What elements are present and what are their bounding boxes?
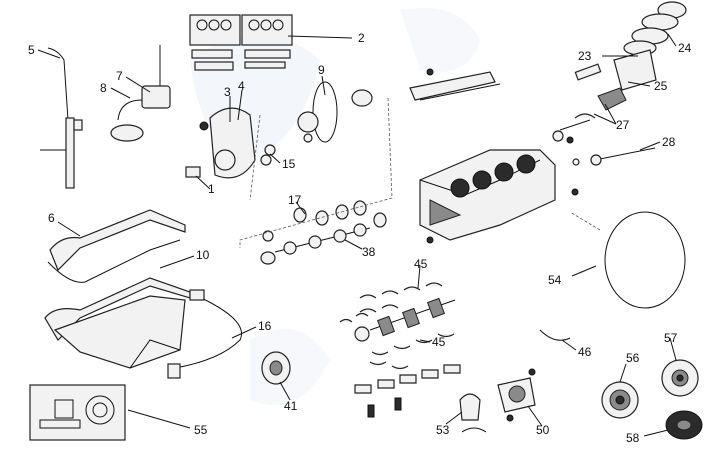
callout-16: 16 [258,319,272,333]
thrust-bearing-icon [539,329,571,341]
main-caps-icon [354,364,461,418]
crankshaft-icon [354,297,456,342]
callout-1: 1 [208,182,215,196]
callout-27: 27 [616,118,630,132]
pulley-icon-2 [661,359,699,397]
callout-9: 9 [318,63,325,77]
harmonic-balancer-icon [261,351,291,385]
fasteners-icon [185,136,579,244]
callout-45a: 45 [414,257,428,271]
callout-28: 28 [662,135,676,149]
rocker-assembly-icon [409,68,501,101]
callout-3: 3 [224,85,231,99]
callout-17: 17 [288,193,302,207]
callout-25: 25 [654,79,668,93]
callout-46: 46 [578,345,592,359]
callout-50: 50 [536,423,550,437]
dipstick-icon [40,47,83,189]
oil-cooler-line-icon [167,289,242,379]
engine-block-icon [419,149,556,241]
piston-icon [574,1,687,111]
callout-54: 54 [548,273,562,287]
callout-4: 4 [238,79,245,93]
oil-pan-icon [44,277,191,369]
callout-24: 24 [678,41,692,55]
main-bearings-icon [359,282,443,313]
callout-23: 23 [578,49,592,63]
callout-2: 2 [358,31,365,45]
callout-58: 58 [626,431,640,445]
callout-10: 10 [196,248,210,262]
callout-6: 6 [48,211,55,225]
callout-5: 5 [28,43,35,57]
callout-41: 41 [284,399,298,413]
rear-main-seal-icon [459,393,487,433]
timing-cover-icon [199,107,256,179]
callout-45b: 45 [432,335,446,349]
connecting-rod-icon [552,113,596,166]
callout-8: 8 [100,81,107,95]
leader-lines [37,33,677,437]
head-gasket-set-icon [189,14,293,71]
callout-7: 7 [116,69,123,83]
camshaft-icon [260,223,371,265]
callout-56: 56 [626,351,640,365]
cam-bearings-icon [262,200,387,242]
idler-pulley-icon [665,410,703,440]
callout-labels: 1 2 3 4 5 6 7 8 9 10 15 16 17 23 24 25 2… [28,31,692,445]
callout-53: 53 [436,423,450,437]
pushrod-icon [590,147,656,166]
timing-chain-icon [264,81,373,156]
rear-seal-housing-icon [497,368,536,422]
callout-38: 38 [362,245,376,259]
assembly-guides [239,97,601,248]
pulley-icon [601,381,639,419]
callout-15: 15 [282,157,296,171]
callout-57: 57 [664,331,678,345]
gasket-set-icon [29,384,126,441]
rear-seal-ring-icon [604,211,686,309]
callout-55: 55 [194,423,208,437]
oil-pan-gasket-icon [47,209,186,283]
